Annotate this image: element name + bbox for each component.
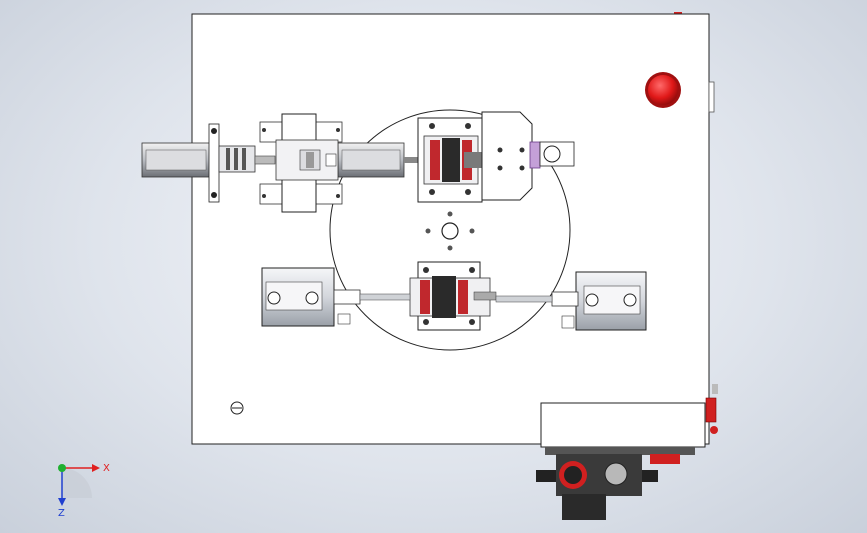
slide-carriage[interactable] [259, 113, 343, 213]
x-axis-label: X [103, 463, 110, 474]
coupling-bracket [208, 123, 276, 203]
pneumatic-cylinder-right[interactable] [495, 271, 647, 331]
valve-assembly[interactable] [536, 454, 680, 520]
clamp-plate-top[interactable] [481, 111, 541, 201]
motor-fixture-top[interactable] [417, 117, 483, 203]
coordinate-triad: X Z [58, 463, 110, 519]
z-axis-label: Z [58, 508, 65, 519]
pneumatic-cylinder-left[interactable] [261, 267, 411, 327]
rotary-table[interactable] [329, 109, 571, 351]
rotary-center-hub [425, 211, 475, 251]
motor-fixture-bottom[interactable] [409, 261, 497, 331]
sensor-mount-top [539, 141, 575, 167]
emergency-stop-button[interactable] [645, 72, 681, 108]
plate-side-tab [708, 81, 715, 113]
control-box[interactable] [540, 384, 718, 455]
mounting-screw [230, 401, 244, 415]
linear-rail[interactable] [141, 142, 418, 178]
